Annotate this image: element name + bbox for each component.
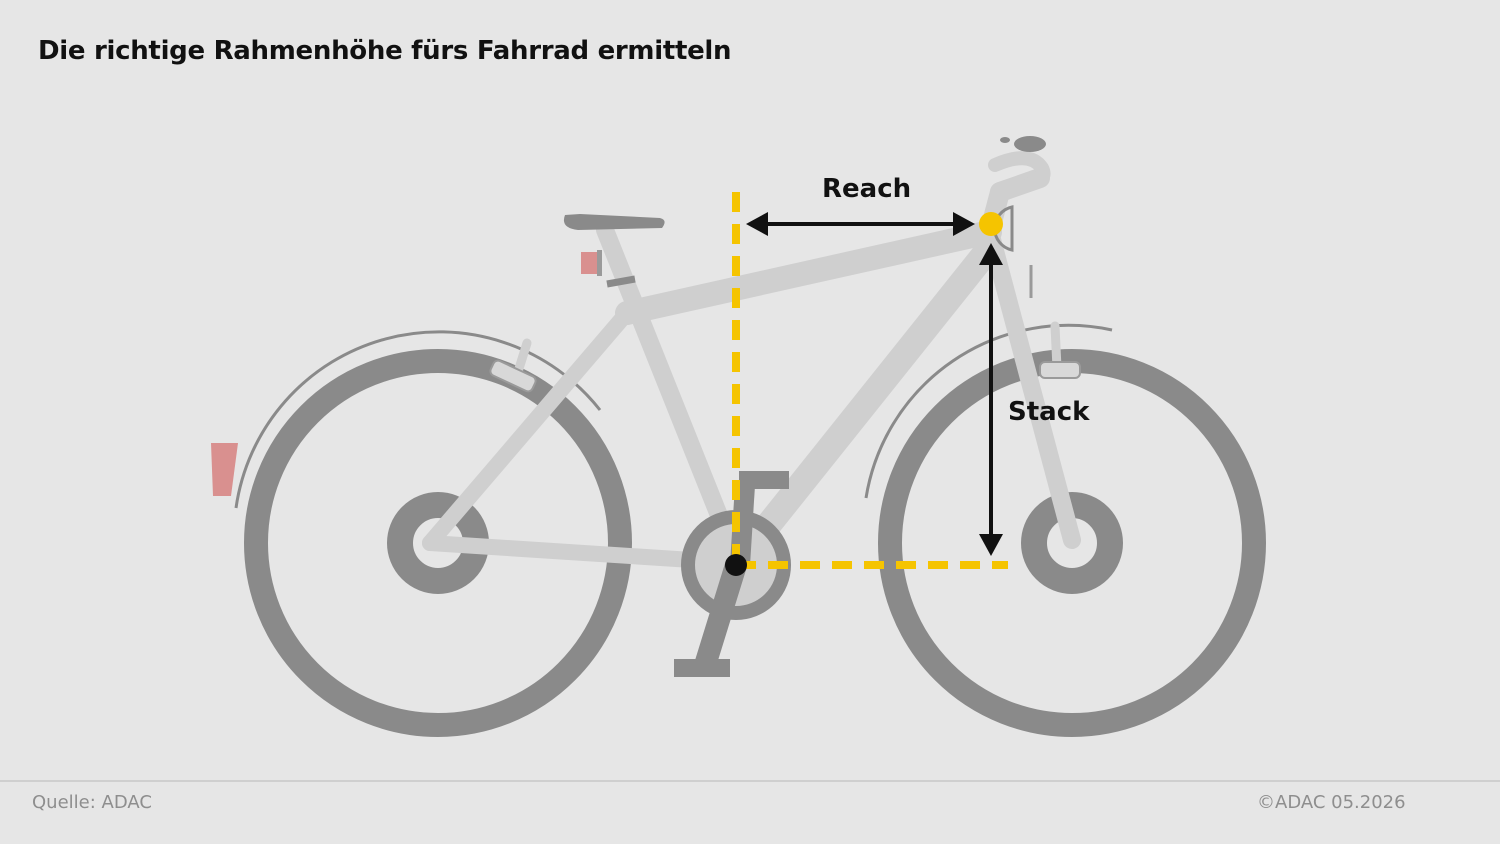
rear-fender-clamp xyxy=(489,338,537,393)
front-fender-clamp xyxy=(1039,321,1081,379)
footer-divider xyxy=(0,780,1500,782)
seat-reflector xyxy=(581,252,599,274)
bottom-bracket-point xyxy=(725,554,747,576)
stack-arrow xyxy=(979,243,1003,556)
bicycle-diagram xyxy=(211,136,1266,737)
source-note: Quelle: ADAC xyxy=(32,792,152,813)
measure-lines xyxy=(732,192,1008,569)
rear-fender xyxy=(234,330,602,509)
reach-label: Reach xyxy=(822,174,912,204)
copyright-note: ©ADAC 05.2026 xyxy=(1257,792,1406,813)
page-title: Die richtige Rahmenhöhe fürs Fahrrad erm… xyxy=(38,36,732,66)
head-tube-point xyxy=(979,212,1003,236)
saddle xyxy=(563,214,665,230)
stack-label: Stack xyxy=(1008,397,1090,427)
reach-arrow xyxy=(746,212,975,236)
rear-reflector xyxy=(211,443,238,496)
handlebar xyxy=(988,151,1051,191)
front-fender xyxy=(864,323,1113,499)
